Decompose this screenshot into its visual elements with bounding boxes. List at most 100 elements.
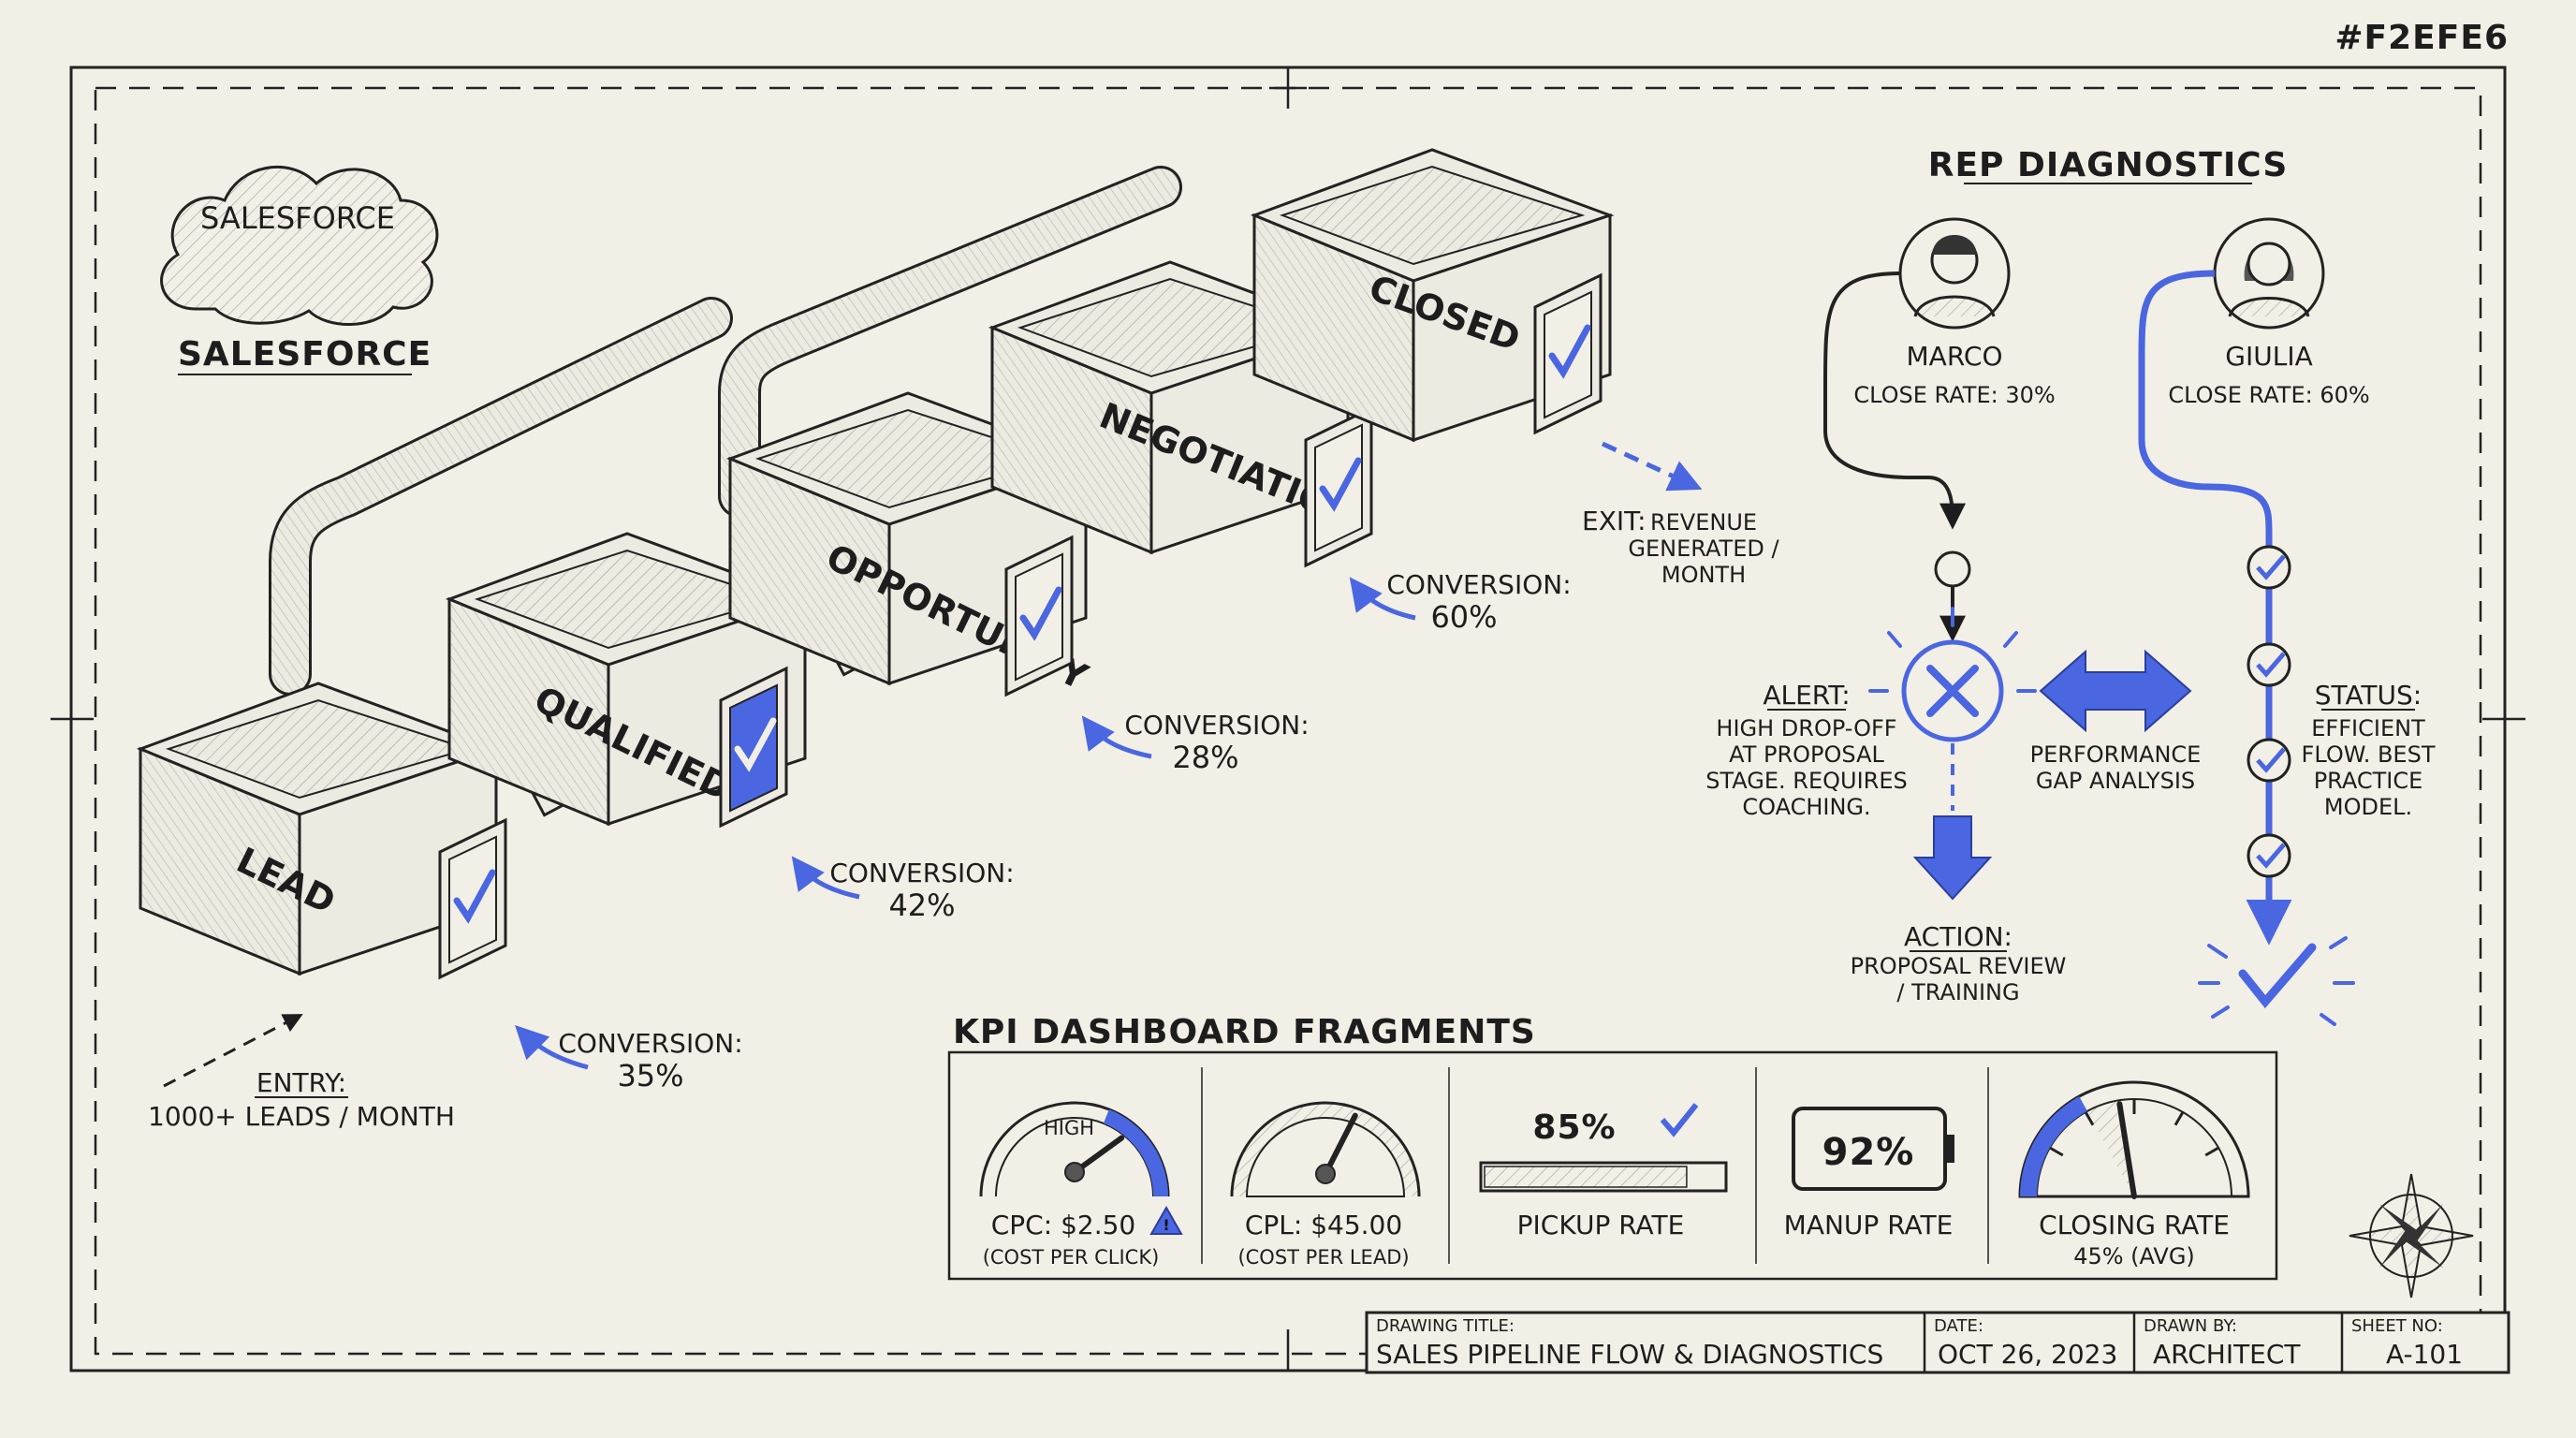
alert-line-4: COACHING.: [1742, 794, 1870, 820]
stage-check-icon: [734, 717, 777, 772]
conversion-4-value: 60%: [1430, 599, 1497, 635]
conversion-3-value: 28%: [1172, 740, 1238, 775]
cpl-needle: [1323, 1112, 1358, 1177]
alert-title: ALERT:: [1763, 680, 1850, 711]
conversion-2-label: CONVERSION:: [829, 858, 1014, 888]
stage-door-opportunity: [1015, 552, 1063, 682]
exit-line1: REVENUE: [1650, 509, 1757, 536]
status-title: STATUS:: [2315, 680, 2422, 711]
conversion-2-value: 42%: [888, 888, 955, 923]
closing-needle: [2116, 1101, 2137, 1199]
giulia-flow-path: [2138, 270, 2292, 946]
salesforce-cloud-logo: SALESFORCE: [160, 165, 439, 326]
kpi-dashboard: KPI DASHBOARD FRAGMENTS HIGH CPC: $2.50 …: [947, 1013, 2278, 1281]
exit-arrow: [1601, 441, 1703, 492]
closing-label: CLOSING RATE: [2039, 1210, 2230, 1240]
manup-value: 92%: [1822, 1131, 1915, 1174]
entry-value: 1000+ LEADS / MONTH: [148, 1101, 455, 1132]
corner-color-tag: #F2EFE6: [2334, 19, 2509, 57]
giulia-avatar: [2213, 217, 2325, 330]
marco-name: MARCO: [1907, 341, 2003, 372]
stage-box-lead: LEAD: [136, 682, 507, 980]
stage-door-qualified: [729, 683, 778, 813]
conversion-3-label: CONVERSION:: [1124, 710, 1309, 741]
stage-box-qualified: QUALIFIED: [445, 532, 810, 829]
alert-line-2: AT PROPOSAL: [1729, 741, 1884, 768]
giulia-checkpoints: [2247, 545, 2291, 878]
marco-avatar: [1898, 217, 2011, 330]
rep-diagnostics-panel: REP DIAGNOSTICS MARCO CLOSE RATE: 30% GI…: [1705, 146, 2436, 1026]
entry-label: ENTRY:: [256, 1067, 346, 1098]
alert-x-icon: [1868, 607, 2037, 742]
stage-door-closed: [1544, 290, 1592, 419]
giulia-close-rate: CLOSE RATE: 60%: [2168, 382, 2369, 408]
stage-box-closed: CLOSED: [1250, 148, 1615, 443]
action-title: ACTION:: [1904, 921, 2012, 952]
cpl-label: CPL: $45.00: [1245, 1210, 1402, 1240]
exit-label: EXIT:: [1582, 506, 1647, 536]
drawing-frame: [51, 66, 2525, 1372]
cpl-sub: (COST PER LEAD): [1237, 1246, 1409, 1269]
stage-door-lead: [448, 835, 497, 964]
entry-arrow: [163, 1014, 303, 1088]
sheet-value: A-101: [2386, 1339, 2463, 1370]
pickup-bar-fill: [1484, 1166, 1688, 1188]
drawn-by-value: ARCHITECT: [2153, 1339, 2301, 1370]
giulia-name: GIULIA: [2225, 341, 2312, 372]
closing-rate-gauge: CLOSING RATE 45% (AVG): [2018, 1080, 2250, 1269]
kpi-panel-frame: [947, 1050, 2278, 1281]
status-line-4: MODEL.: [2324, 794, 2412, 820]
success-check-icon: [2198, 936, 2355, 1026]
cpc-sub: (COST PER CLICK): [983, 1246, 1160, 1269]
exit-line2: GENERATED /: [1628, 536, 1779, 562]
svg-text:!: !: [1163, 1216, 1169, 1234]
sheet-label: SHEET NO:: [2351, 1316, 2443, 1336]
drawn-by-label: DRAWN BY:: [2144, 1316, 2237, 1336]
conversion-arrow-4: [1349, 577, 1416, 621]
cpl-gauge: CPL: $45.00 (COST PER LEAD): [1230, 1101, 1421, 1269]
alert-line-1: HIGH DROP-OFF: [1716, 715, 1896, 741]
pickup-rate-meter: 85% PICKUP RATE: [1479, 1103, 1728, 1240]
conversion-4-label: CONVERSION:: [1386, 569, 1571, 600]
date-value: OCT 26, 2023: [1938, 1339, 2117, 1370]
pickup-check-icon: [1660, 1103, 1699, 1137]
gap-line-2: GAP ANALYSIS: [2036, 768, 2195, 794]
stage-door-negotiation: [1314, 423, 1363, 552]
cpc-gauge-label: HIGH: [1044, 1117, 1094, 1139]
drawing-title: SALES PIPELINE FLOW & DIAGNOSTICS: [1376, 1339, 1883, 1370]
cloud-label: SALESFORCE: [200, 200, 395, 236]
conversion-arrow-3: [1081, 715, 1152, 759]
kpi-title: KPI DASHBOARD FRAGMENTS: [953, 1013, 1536, 1051]
status-line-1: EFFICIENT: [2311, 715, 2425, 741]
conversion-1-label: CONVERSION:: [558, 1028, 742, 1059]
conversion-1-value: 35%: [617, 1058, 683, 1093]
warning-icon: [1149, 1205, 1183, 1235]
marco-close-rate: CLOSE RATE: 30%: [1853, 382, 2055, 408]
cpc-gauge-fill: [1103, 1109, 1168, 1196]
stage-check-icon: [1019, 586, 1062, 641]
stage-check-icon: [1548, 324, 1591, 379]
cpc-gauge: HIGH CPC: $2.50 ! (COST PER CLICK): [979, 1101, 1183, 1269]
performance-gap-double-arrow-icon: [2039, 649, 2192, 733]
alert-line-3: STAGE. REQUIRES: [1705, 768, 1908, 794]
closing-sub: 45% (AVG): [2073, 1243, 2195, 1269]
rep-diagnostics-title: REP DIAGNOSTICS: [1928, 146, 2289, 184]
pipeline-diagram: LEADQUALIFIEDOPPORTUNITYNEGOTIATIONCLOSE…: [136, 148, 1779, 1132]
conversion-arrow-2: [791, 856, 860, 900]
exit-line3: MONTH: [1661, 562, 1746, 588]
compass-rose-icon: [2349, 1173, 2474, 1299]
marco-flow-node: [1934, 550, 1971, 588]
status-line-2: FLOW. BEST: [2302, 741, 2436, 768]
manup-label: MANUP RATE: [1784, 1210, 1954, 1240]
cpc-label: CPC: $2.50: [991, 1210, 1135, 1240]
stage-check-icon: [453, 869, 496, 924]
title-block: DRAWING TITLE: SALES PIPELINE FLOW & DIA…: [1365, 1311, 2510, 1374]
date-label: DATE:: [1934, 1316, 1983, 1336]
action-line-2: / TRAINING: [1896, 979, 2019, 1005]
brand-title: SALESFORCE: [178, 335, 432, 374]
stage-check-icon: [1319, 457, 1362, 512]
marco-flow-path: [1823, 271, 1966, 530]
drawing-title-label: DRAWING TITLE:: [1376, 1316, 1515, 1336]
